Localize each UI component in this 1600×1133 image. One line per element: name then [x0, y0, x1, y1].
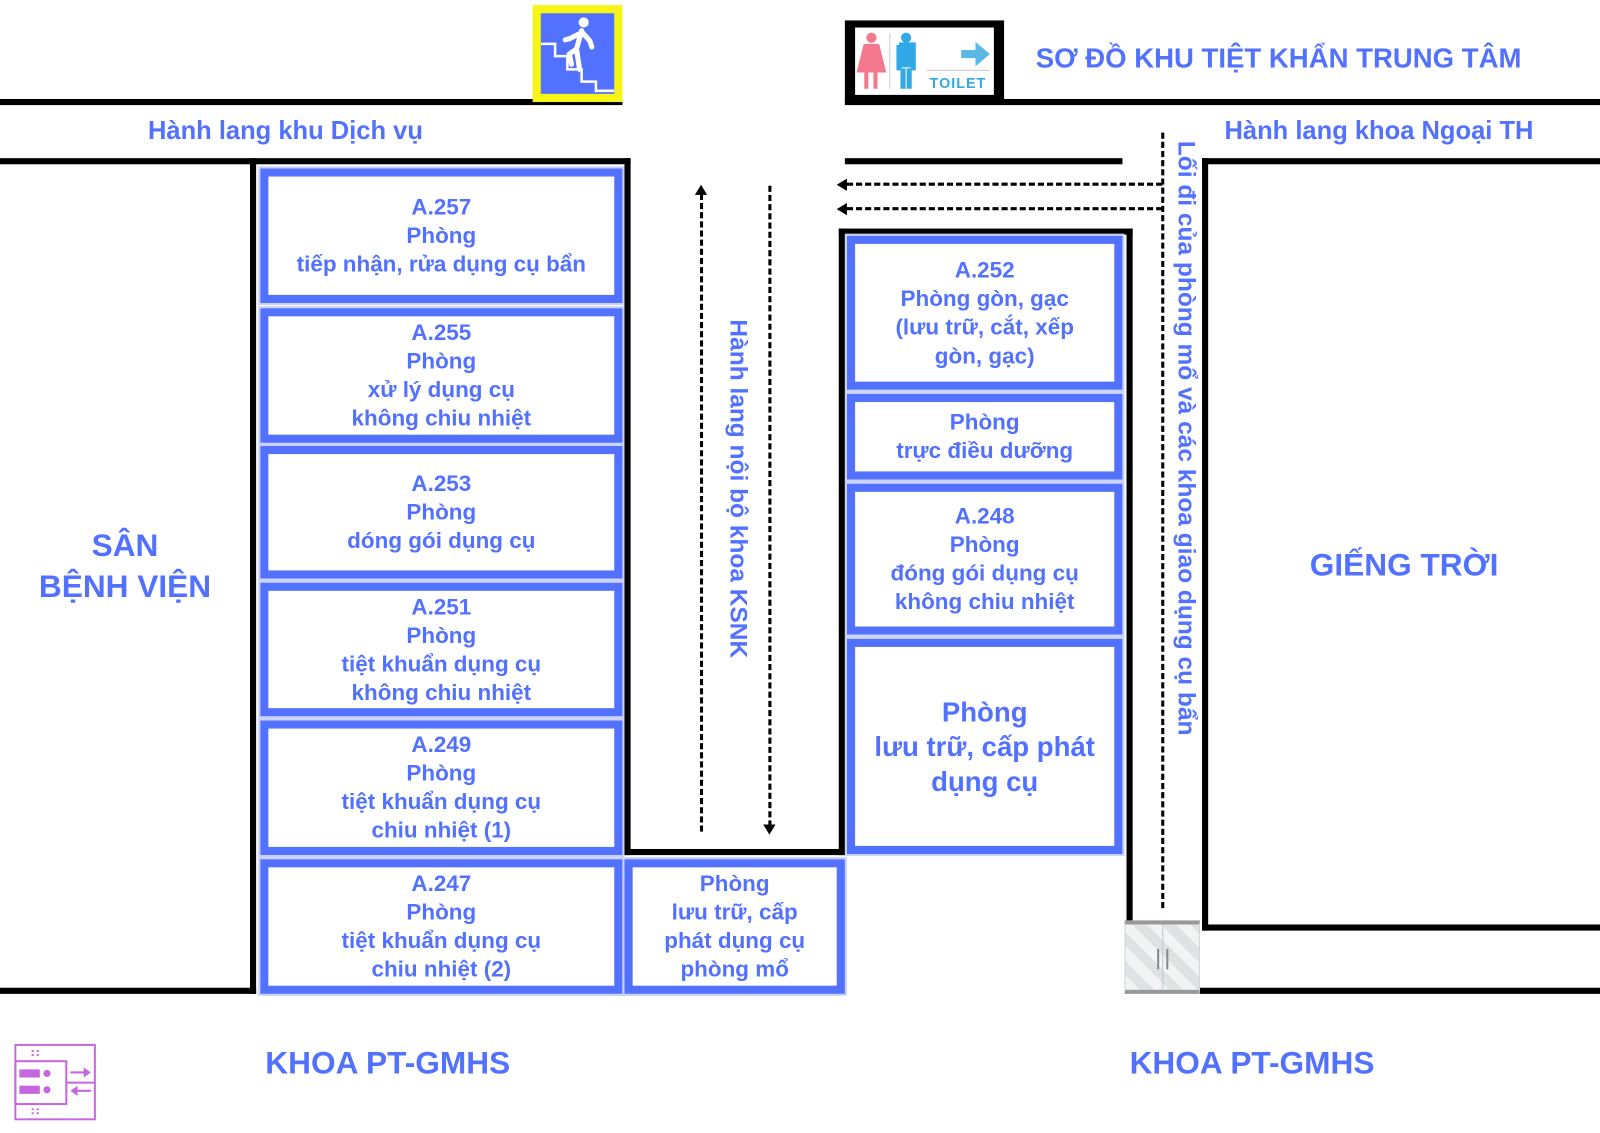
room-label-line: không chiu nhiệt: [351, 679, 532, 705]
room-label-line: chiu nhiệt (1): [371, 817, 512, 843]
wall: [249, 158, 257, 994]
room-label-line: Phòng: [941, 696, 1028, 728]
wall: [838, 228, 845, 856]
yard-label: SÂN BỆNH VIỆN: [0, 526, 250, 608]
arrow-left-head-icon: [836, 178, 847, 191]
room-label-line: A.247: [411, 870, 472, 896]
room-label-line: Phòng: [406, 760, 477, 786]
wall: [1199, 987, 1600, 994]
toilet-people-icon: [856, 32, 990, 89]
dirty-path-line: [1161, 132, 1165, 909]
skylight-label: GIẾNG TRỜI: [1309, 546, 1499, 583]
toilet-label: TOILET: [929, 74, 987, 91]
wall: [1202, 924, 1600, 931]
page-title: SƠ ĐỒ KHU TIỆT KHẨN TRUNG TÂM: [1035, 42, 1522, 74]
room-label-line: A.253: [411, 470, 472, 496]
dept-left-label: KHOA PT-GMHS: [265, 1044, 511, 1081]
room-label-line: lưu trữ, cấp phát: [874, 731, 1095, 762]
room-label-line: dụng cụ: [931, 765, 1039, 797]
arrow-left-head-icon: [836, 203, 847, 216]
room-label-line: trực điều dưỡng: [896, 437, 1074, 464]
wall: [838, 228, 1133, 235]
arrow-left-path: [846, 182, 1163, 186]
room-label-line: chiu nhiệt (2): [371, 956, 512, 982]
wall: [624, 848, 845, 856]
arrow-left-path: [846, 207, 1163, 211]
room-label-line: tiệt khuẩn dụng cụ: [341, 927, 542, 954]
yard-label-line: SÂN: [91, 527, 159, 564]
room-label-line: A.249: [411, 731, 472, 758]
wall: [1126, 228, 1133, 921]
room-label-line: không chiu nhiệt: [894, 588, 1075, 615]
room-label-line: tiệt khuẩn dụng cụ: [341, 650, 542, 677]
corridor-surgery-label: Hành lang khoa Ngoại TH: [1224, 116, 1534, 145]
wall: [0, 987, 257, 994]
room-label-line: (lưu trữ, cắt, xếp: [895, 313, 1074, 340]
corridor-service-label: Hành lang khu Dịch vụ: [147, 116, 423, 145]
toilet-sign: TOILET: [844, 20, 1005, 103]
room-label-line: Phòng: [406, 498, 477, 525]
yard-label-line: BỆNH VIỆN: [38, 568, 212, 605]
wall: [0, 158, 631, 165]
exchange-room-icon: [14, 1043, 96, 1126]
arrow-up-head-icon: [694, 184, 708, 195]
room-label-line: Phòng: [406, 621, 477, 648]
glass-door-icon[interactable]: [1124, 920, 1200, 994]
room-label-line: gòn, gạc): [934, 342, 1035, 368]
stairs-icon: [532, 5, 623, 103]
room-label-line: đóng gói dụng cụ: [890, 560, 1079, 586]
room-label-line: phòng mổ: [680, 956, 789, 982]
wall: [624, 158, 631, 856]
room-label-line: A.252: [954, 256, 1015, 283]
arrow-down-path: [768, 185, 772, 827]
wall: [844, 98, 1600, 106]
room-label-line: xử lý dụng cụ: [367, 376, 515, 403]
room-label-line: lưu trữ, cấp: [671, 898, 798, 925]
room-label-line: Phòng: [406, 347, 477, 374]
room-label-line: không chiu nhiệt: [351, 405, 532, 431]
wall: [844, 158, 1123, 165]
room-label-line: tiệt khuẩn dụng cụ: [341, 788, 542, 815]
wall: [1202, 158, 1209, 931]
wall: [1202, 158, 1600, 165]
room-label-line: tiếp nhận, rửa dụng cụ bẩn: [296, 251, 587, 277]
room-label-line: dóng gói dụng cụ: [347, 527, 536, 554]
wall: [0, 98, 623, 106]
room-label-line: Phòng: [949, 531, 1020, 558]
room-label-line: A.257: [411, 193, 472, 220]
room-label-line: Phòng: [406, 898, 477, 925]
dirty-path-label: Lối đi của phòng mổ và các khoa giao dụn…: [1172, 140, 1200, 736]
room-label-line: Phòng: [699, 870, 770, 896]
dept-right-label: KHOA PT-GMHS: [1129, 1044, 1375, 1081]
room-label-line: Phòng: [949, 409, 1020, 435]
room-label-line: phát dụng cụ: [664, 927, 806, 954]
arrow-down-head-icon: [763, 824, 776, 835]
room-label-line: A.255: [411, 319, 472, 345]
room-label-line: Phòng: [406, 222, 477, 248]
arrow-up-path: [699, 193, 704, 832]
internal-corridor-label: Hành lang nội bộ khoa KSNK: [724, 319, 753, 659]
room-label-line: A.248: [954, 503, 1015, 529]
room-label-line: A.251: [411, 593, 472, 619]
room-label-line: Phòng gòn, gạc: [900, 285, 1069, 311]
